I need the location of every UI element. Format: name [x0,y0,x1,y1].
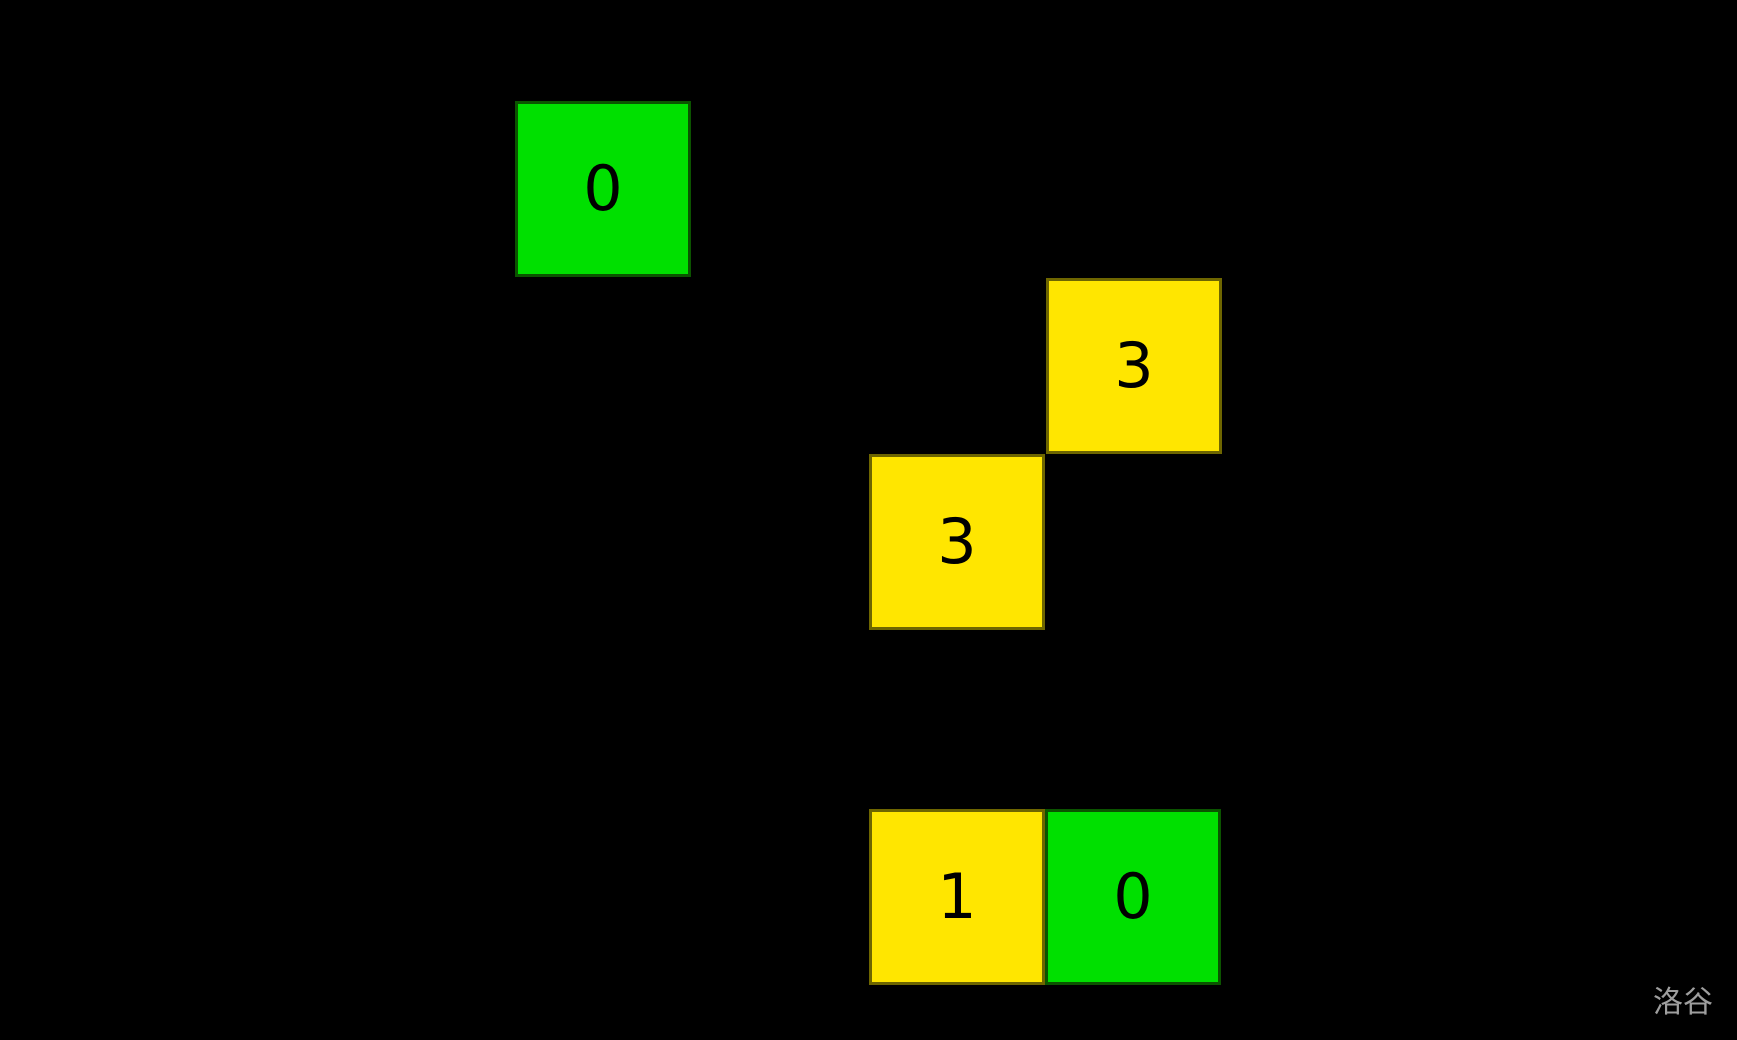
tile-value: 0 [583,152,623,225]
tile: 0 [515,101,691,277]
tile-value: 3 [1114,329,1154,402]
tile-value: 0 [1113,860,1153,933]
luogu-watermark: 洛谷 [1653,985,1713,1020]
tile-value: 3 [937,505,977,578]
tile: 3 [869,454,1045,630]
tile: 1 [869,809,1045,985]
tile: 0 [1045,809,1221,985]
tile-value: 1 [937,860,977,933]
tile: 3 [1046,278,1222,454]
